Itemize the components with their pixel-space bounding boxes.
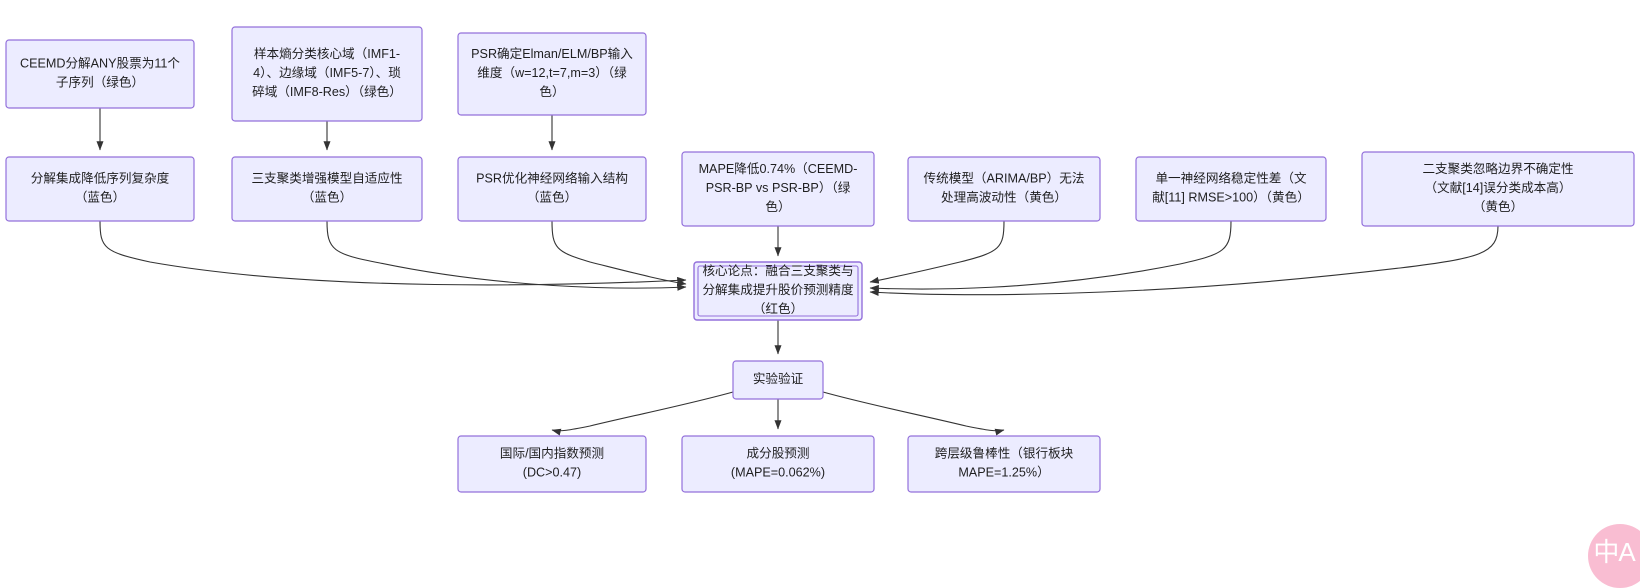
edge-optimize-to-core xyxy=(551,220,687,287)
edge-traditional-to-core xyxy=(869,220,1005,284)
single-network-instability[interactable]: 单一神经网络稳定性差（文献[11] RMSE>100）（黄色） xyxy=(1135,156,1327,222)
core-thesis-node-inner-box xyxy=(697,265,859,317)
ceemd-decompose-label: CEEMD分解ANY股票为11个子序列（绿色） xyxy=(20,57,180,90)
edge-complexity-to-core xyxy=(99,220,687,286)
traditional-model-limitation-box xyxy=(907,156,1101,222)
edge-experiment-to-index xyxy=(551,391,734,436)
decomposition-reduces-complexity[interactable]: 分解集成降低序列复杂度（蓝色） xyxy=(5,156,195,222)
edge-adaptive-to-core xyxy=(326,220,687,291)
index-forecast-result[interactable]: 国际/国内指数预测(DC>0.47) xyxy=(457,435,647,493)
index-forecast-result-label: 国际/国内指数预测(DC>0.47) xyxy=(500,447,604,480)
ceemd-decompose-box xyxy=(5,39,195,109)
flowchart-svg: CEEMD分解ANY股票为11个子序列（绿色） 样本熵分类核心域（IMF1-4）、… xyxy=(5,26,1635,493)
sample-entropy-classify-box xyxy=(231,26,423,122)
constituent-stock-forecast-result-box xyxy=(681,435,875,493)
single-network-instability-box xyxy=(1135,156,1327,222)
single-network-instability-label: 单一神经网络稳定性差（文献[11] RMSE>100）（黄色） xyxy=(1152,171,1310,205)
experimental-verification-box xyxy=(732,360,824,400)
index-forecast-result-box xyxy=(457,435,647,493)
edges-layer xyxy=(96,108,1499,436)
constituent-stock-forecast-result-label: 成分股预测(MAPE=0.062%) xyxy=(731,447,825,480)
mape-reduction-evidence[interactable]: MAPE降低0.74%（CEEMD-PSR-BP vs PSR-BP）（绿色） xyxy=(681,151,875,227)
core-thesis-node-box xyxy=(693,261,863,321)
experimental-verification-label: 实验验证 xyxy=(753,371,804,386)
experimental-verification[interactable]: 实验验证 xyxy=(732,360,824,400)
watermark-text: 中A xyxy=(1593,536,1635,567)
constituent-stock-forecast-result[interactable]: 成分股预测(MAPE=0.062%) xyxy=(681,435,875,493)
psr-input-dimension-box xyxy=(457,32,647,116)
two-way-clustering-boundary-issue[interactable]: 二支聚类忽略边界不确定性（文献[14]误分类成本高）（黄色） xyxy=(1361,151,1635,227)
three-way-clustering-adaptivity[interactable]: 三支聚类增强模型自适应性（蓝色） xyxy=(231,156,423,222)
flowchart-canvas: CEEMD分解ANY股票为11个子序列（绿色） 样本熵分类核心域（IMF1-4）、… xyxy=(5,26,1640,588)
edge-single-network-to-core xyxy=(869,220,1232,292)
core-thesis-node[interactable]: 核心论点：融合三支聚类与分解集成提升股价预测精度（红色） xyxy=(693,261,863,321)
edge-experiment-to-robustness xyxy=(822,391,1005,436)
watermark-badge: 中A xyxy=(1588,524,1640,588)
mape-reduction-evidence-label: MAPE降低0.74%（CEEMD-PSR-BP vs PSR-BP）（绿色） xyxy=(699,162,858,214)
psr-input-dimension[interactable]: PSR确定Elman/ELM/BP输入维度（w=12,t=7,m=3）（绿色） xyxy=(457,32,647,116)
edge-two-way-to-core xyxy=(869,225,1499,297)
decomposition-reduces-complexity-box xyxy=(5,156,195,222)
traditional-model-limitation[interactable]: 传统模型（ARIMA/BP）无法处理高波动性（黄色） xyxy=(907,156,1101,222)
three-way-clustering-adaptivity-label: 三支聚类增强模型自适应性（蓝色） xyxy=(251,171,402,205)
traditional-model-limitation-label: 传统模型（ARIMA/BP）无法处理高波动性（黄色） xyxy=(924,172,1085,205)
psr-optimizes-network-input-label: PSR优化神经网络输入结构（蓝色） xyxy=(476,171,628,205)
core-thesis-node-label: 核心论点：融合三支聚类与分解集成提升股价预测精度（红色） xyxy=(702,264,854,316)
decomposition-reduces-complexity-label: 分解集成降低序列复杂度（蓝色） xyxy=(31,171,170,205)
cross-level-robustness-result-box xyxy=(907,435,1101,493)
two-way-clustering-boundary-issue-label: 二支聚类忽略边界不确定性（文献[14]误分类成本高）（黄色） xyxy=(1422,161,1573,214)
mape-reduction-evidence-box xyxy=(681,151,875,227)
two-way-clustering-boundary-issue-box xyxy=(1361,151,1635,227)
sample-entropy-classify-label: 样本熵分类核心域（IMF1-4）、边缘域（IMF5-7）、琐碎域（IMF8-Re… xyxy=(252,46,402,99)
psr-input-dimension-label: PSR确定Elman/ELM/BP输入维度（w=12,t=7,m=3）（绿色） xyxy=(471,46,633,99)
ceemd-decompose[interactable]: CEEMD分解ANY股票为11个子序列（绿色） xyxy=(5,39,195,109)
sample-entropy-classify[interactable]: 样本熵分类核心域（IMF1-4）、边缘域（IMF5-7）、琐碎域（IMF8-Re… xyxy=(231,26,423,122)
psr-optimizes-network-input[interactable]: PSR优化神经网络输入结构（蓝色） xyxy=(457,156,647,222)
three-way-clustering-adaptivity-box xyxy=(231,156,423,222)
nodes-layer: CEEMD分解ANY股票为11个子序列（绿色） 样本熵分类核心域（IMF1-4）、… xyxy=(5,26,1635,493)
psr-optimizes-network-input-box xyxy=(457,156,647,222)
